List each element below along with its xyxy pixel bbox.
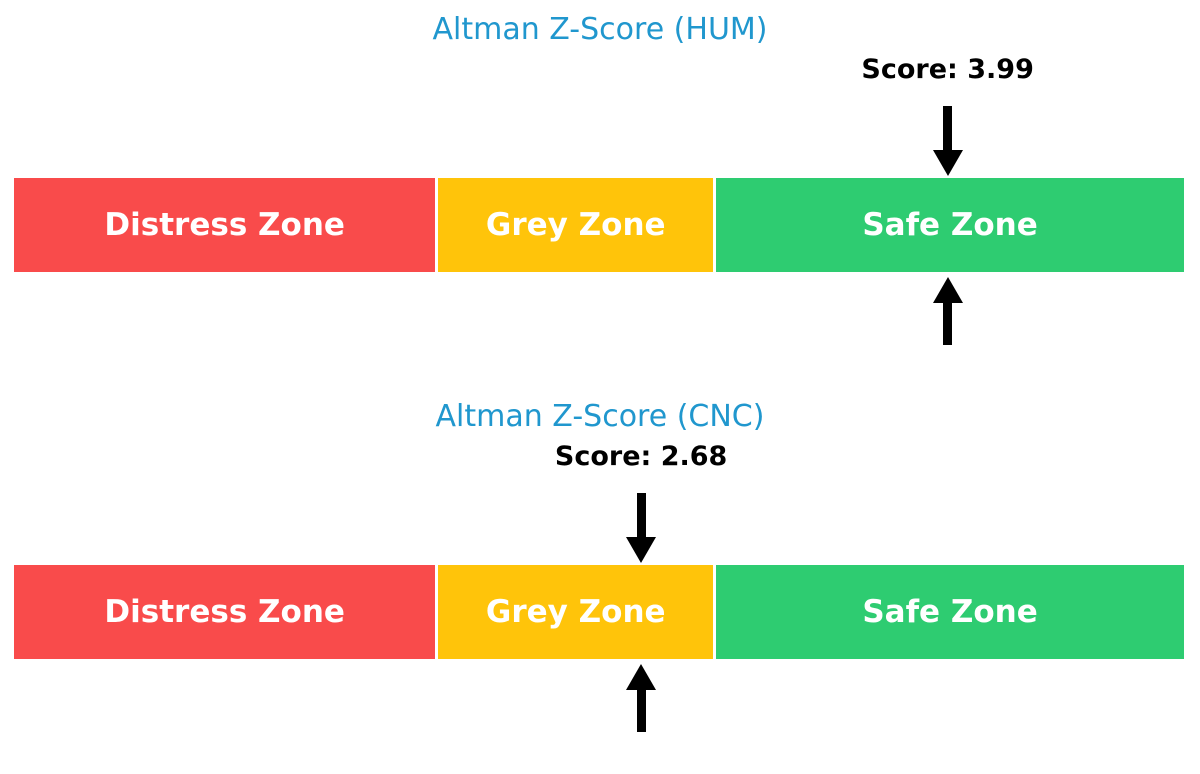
zone-label: Distress Zone [104, 594, 345, 630]
zscore-chart-hum: Altman Z-Score (HUM) Score: 3.99 Distres… [0, 0, 1200, 350]
zone-segment-grey: Grey Zone [438, 565, 714, 659]
zscore-chart-cnc: Altman Z-Score (CNC) Score: 2.68 Distres… [0, 387, 1200, 737]
arrow-head [932, 277, 963, 303]
score-label: Score: 3.99 [861, 54, 1034, 85]
chart-title: Altman Z-Score (HUM) [432, 12, 768, 47]
zone-bar: Distress Zone Grey Zone Safe Zone [14, 178, 1184, 272]
arrow-tail [943, 303, 953, 345]
down-arrow-icon [626, 493, 657, 563]
zone-label: Distress Zone [104, 207, 345, 243]
zone-label: Safe Zone [862, 207, 1038, 243]
arrow-tail [636, 690, 646, 732]
zone-segment-grey: Grey Zone [438, 178, 714, 272]
zone-segment-safe: Safe Zone [716, 565, 1184, 659]
arrow-tail [943, 106, 953, 150]
arrow-head [932, 150, 963, 176]
zone-label: Grey Zone [485, 207, 666, 243]
arrow-head [626, 537, 657, 563]
chart-title: Altman Z-Score (CNC) [435, 399, 765, 434]
zone-segment-distress: Distress Zone [14, 565, 436, 659]
zone-segment-distress: Distress Zone [14, 178, 436, 272]
down-arrow-icon [932, 106, 963, 176]
arrow-tail [636, 493, 646, 537]
zone-bar: Distress Zone Grey Zone Safe Zone [14, 565, 1184, 659]
score-label: Score: 2.68 [554, 441, 728, 472]
up-arrow-icon [626, 664, 657, 732]
zone-segment-safe: Safe Zone [716, 178, 1184, 272]
zone-label: Safe Zone [862, 594, 1038, 630]
up-arrow-icon [932, 277, 963, 345]
zone-label: Grey Zone [485, 594, 666, 630]
arrow-head [626, 664, 657, 690]
